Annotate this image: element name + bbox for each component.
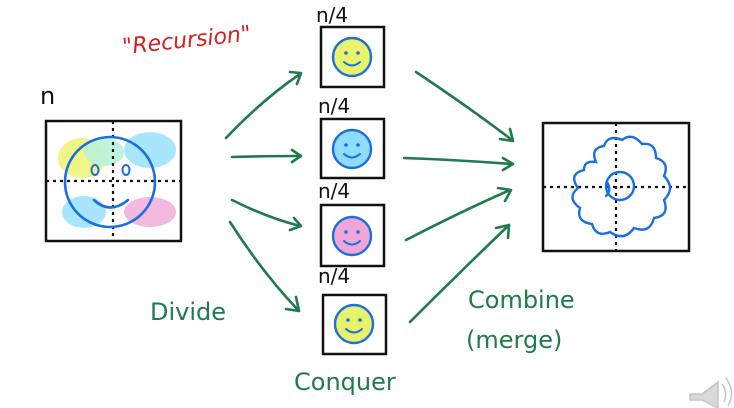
combine-label: Combine <box>468 286 575 314</box>
speaker-icon[interactable] <box>689 377 733 408</box>
subproblem-box-3 <box>319 203 386 268</box>
conquer-label: Conquer <box>294 368 396 396</box>
subproblem-2-label: n/4 <box>318 94 350 118</box>
smiley-face-icon <box>333 303 375 345</box>
divide-arrow-1 <box>224 70 303 140</box>
combine-arrow-4 <box>408 223 511 324</box>
subproblem-box-2 <box>319 117 386 180</box>
merged-result-box <box>541 121 691 253</box>
cloud-merge-icon <box>571 135 672 238</box>
smiley-face-icon <box>331 36 373 78</box>
subproblem-box-4 <box>321 293 388 356</box>
merge-label: (merge) <box>466 326 562 354</box>
combine-arrow-3 <box>404 186 513 242</box>
divide-label: Divide <box>150 298 226 326</box>
subproblem-4-label: n/4 <box>318 264 350 288</box>
input-problem-box <box>44 119 183 243</box>
smiley-face-icon <box>331 128 373 170</box>
divide-arrow-3 <box>230 198 303 232</box>
combine-arrow-2 <box>402 156 515 172</box>
smiley-face-icon <box>331 215 373 257</box>
subproblem-1-label: n/4 <box>316 3 348 27</box>
subproblem-3-label: n/4 <box>318 179 350 203</box>
subproblem-box-1 <box>319 25 386 89</box>
divide-arrow-2 <box>230 148 303 164</box>
input-size-label: n <box>40 82 55 110</box>
combine-arrow-1 <box>414 70 515 143</box>
divide-arrow-4 <box>228 220 301 313</box>
diagram-title: "Recursion" <box>121 22 252 60</box>
smiley-face-icon <box>63 135 157 229</box>
